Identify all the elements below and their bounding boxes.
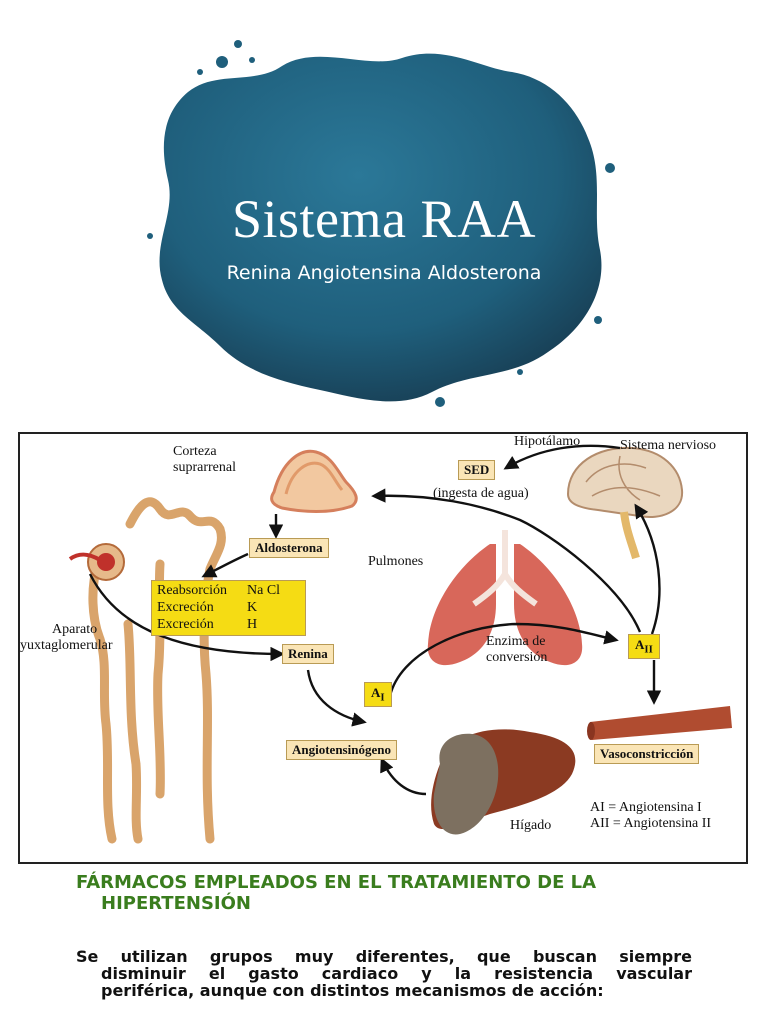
label-aparato: Aparato xyxy=(52,622,98,637)
box-angiotensina-i: AI xyxy=(364,682,392,707)
body-line-1: Se utilizan grupos muy diferentes, que b… xyxy=(76,947,692,966)
label-pulmones: Pulmones xyxy=(368,554,424,569)
box-vasoconstriccion: Vasoconstricción xyxy=(594,744,700,764)
legend-aii: AII = Angiotensina II xyxy=(590,816,712,831)
label-sistema-nervioso: Sistema nervioso xyxy=(620,438,717,453)
label-higado: Hígado xyxy=(510,818,552,833)
lungs-icon xyxy=(427,530,583,666)
box-aldosterona: Aldosterona xyxy=(249,538,329,558)
page-title: Sistema RAA xyxy=(231,189,536,249)
diagram-drawing xyxy=(68,444,732,844)
label-hipotalamo: Hipotálamo xyxy=(514,434,581,449)
heading-line-1: FÁRMACOS EMPLEADOS EN EL TRATAMIENTO DE … xyxy=(76,872,597,893)
title-banner: Sistema RAA Renina Angiotensina Aldoster… xyxy=(0,0,768,425)
raa-diagram: Corteza suprarrenal Hipotálamo Sistema n… xyxy=(18,432,748,864)
section-heading: FÁRMACOS EMPLEADOS EN EL TRATAMIENTO DE … xyxy=(76,872,716,914)
label-ingesta: (ingesta de agua) xyxy=(433,486,529,501)
box-angiotensina-ii: AII xyxy=(628,634,660,659)
box-renina: Renina xyxy=(282,644,334,664)
label-enzima: Enzima de xyxy=(486,634,546,649)
paint-splash xyxy=(147,40,615,407)
heading-line-2: HIPERTENSIÓN xyxy=(101,893,251,914)
body-line-3: periférica, aunque con distintos mecanis… xyxy=(101,981,604,1000)
flow-arrows xyxy=(88,444,662,796)
liver-icon xyxy=(431,729,576,835)
box-sed: SED xyxy=(458,460,496,480)
page-subtitle: Renina Angiotensina Aldosterona xyxy=(226,262,542,284)
body-paragraph: Se utilizan grupos muy diferentes, que b… xyxy=(76,948,692,999)
brain-icon xyxy=(566,446,684,560)
blood-vessel-icon xyxy=(590,706,732,740)
label-conversion: conversión xyxy=(486,650,548,665)
box-angiotensinogeno: Angiotensinógeno xyxy=(286,740,397,760)
body-line-2: disminuir el gasto cardiaco y la resiste… xyxy=(101,964,692,983)
adrenal-gland-icon xyxy=(270,449,358,513)
label-corteza: Corteza xyxy=(173,444,217,459)
legend-ai: AI = Angiotensina I xyxy=(590,800,702,815)
label-suprarrenal: suprarrenal xyxy=(173,460,236,475)
label-yuxtaglomerular: yuxtaglomerular xyxy=(20,638,113,653)
